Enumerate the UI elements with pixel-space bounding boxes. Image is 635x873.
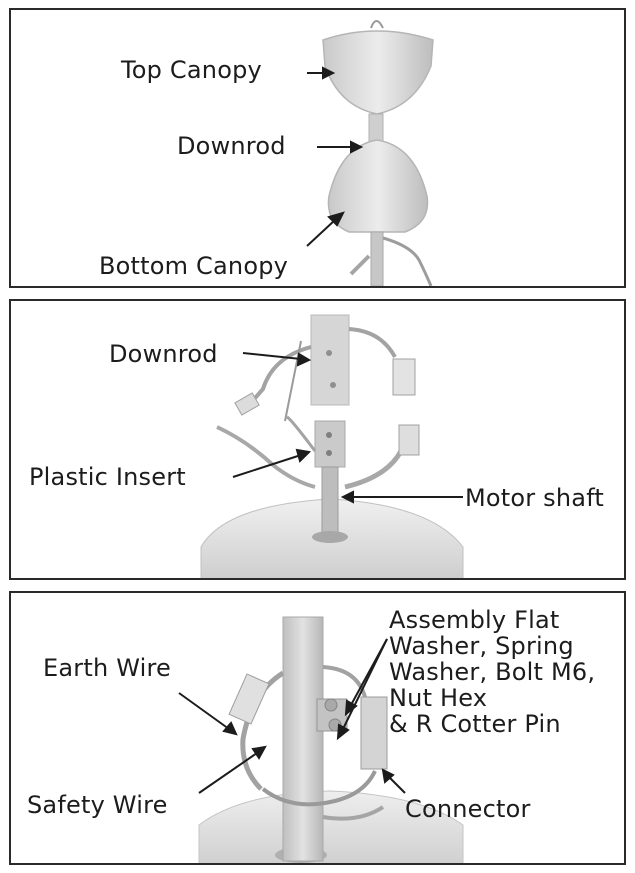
wire-shape — [287, 417, 315, 451]
arrow-head — [297, 450, 309, 461]
earth-wire-connector-shape — [229, 674, 269, 724]
leader-arrow — [179, 693, 229, 729]
connector-shape — [361, 697, 387, 769]
canopy-illustration — [11, 10, 626, 288]
label-bottom-canopy: Bottom Canopy — [99, 252, 288, 280]
top-canopy-shape — [323, 31, 433, 114]
label-plastic-insert: Plastic Insert — [29, 463, 186, 491]
wire-shape — [383, 238, 431, 286]
motor-shaft-shape — [322, 467, 338, 535]
hanging-hook — [371, 21, 383, 28]
wire-shape — [349, 329, 395, 357]
label-downrod: Downrod — [177, 132, 286, 160]
arrow-head — [298, 354, 309, 365]
leader-arrow — [389, 777, 405, 793]
downrod-shape — [311, 315, 349, 405]
label-earth-wire: Earth Wire — [43, 654, 171, 682]
label-top-canopy: Top Canopy — [121, 56, 262, 84]
arrow-head — [224, 723, 236, 734]
leader-arrow — [307, 220, 335, 246]
connector-shape — [393, 359, 415, 395]
assembly-line: Washer, Bolt M6, — [389, 659, 595, 685]
label-connector: Connector — [405, 795, 531, 823]
bottom-canopy-shape — [328, 140, 427, 232]
wire-shape — [351, 256, 369, 274]
plastic-insert-shape — [315, 421, 345, 467]
assembly-line: Nut Hex — [389, 685, 595, 711]
canopy-panel: Top Canopy Downrod Bottom Canopy — [9, 8, 626, 288]
label-motor-shaft: Motor shaft — [465, 484, 604, 512]
assembly-line: & R Cotter Pin — [389, 711, 595, 737]
arrow-head — [253, 747, 265, 758]
label-assembly-hardware: Assembly Flat Washer, Spring Washer, Bol… — [389, 607, 595, 737]
downrod-insert-panel: Downrod Plastic Insert Motor shaft — [9, 299, 626, 580]
wiring-assembly-panel: Earth Wire Safety Wire Connector Assembl… — [9, 591, 626, 865]
lower-shaft-shape — [371, 232, 383, 286]
label-downrod: Downrod — [109, 340, 218, 368]
downrod-shape — [283, 617, 323, 861]
downrod-insert-illustration — [11, 301, 626, 580]
assembly-line: Assembly Flat — [389, 607, 595, 633]
wire-shape — [345, 435, 407, 487]
assembly-line: Washer, Spring — [389, 633, 595, 659]
label-safety-wire: Safety Wire — [27, 791, 168, 819]
downrod-shape — [369, 114, 383, 142]
